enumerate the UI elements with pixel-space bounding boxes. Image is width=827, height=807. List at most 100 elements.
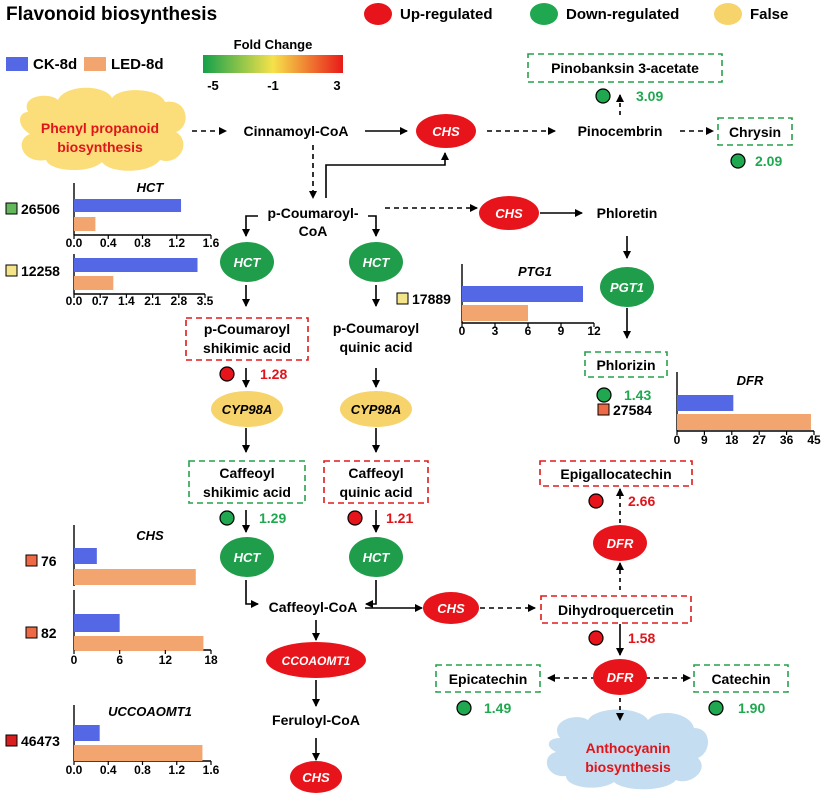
bar-led-8d [74,745,203,761]
anthocyanin-line2: biosynthesis [585,759,671,775]
chart-tick-label: 6 [525,324,532,338]
chart-tick-label: 1.2 [168,236,185,250]
legend-false-label: False [750,6,788,23]
legend-up-marker [364,3,392,25]
pcoumaroyl-coa-line1: p-Coumaroyl- [268,205,359,221]
chart-tick-label: 3 [492,324,499,338]
catechin-status-dot [708,700,724,716]
svg-text:DFR: DFR [607,670,634,685]
svg-text:CHS: CHS [432,124,460,139]
phlorizin-value: 1.43 [624,387,651,403]
epigallocatechin-label: Epigallocatechin [560,466,671,482]
chart-tick-label: 0.4 [100,236,117,250]
enzyme-dfr-2: DFR [593,659,647,695]
bar-ck-8d [74,548,97,564]
chart-tick-label: 0.4 [100,763,117,777]
epigallocatechin-value: 2.66 [628,493,655,509]
bar-ck-8d [74,614,120,632]
enzyme-hct-3: HCT [220,537,274,577]
dihydroquercetin-node: Dihydroquercetin 1.58 [540,595,692,646]
legend-led-swatch [84,57,106,71]
pinocembrin-label: Pinocembrin [578,123,663,139]
chart-tick-label: 9 [701,433,708,447]
chart-tick-label: 27 [753,433,767,447]
epigallocatechin-status-dot [588,493,604,509]
caffeoyl-quinic-status-dot [347,510,363,526]
enzyme-cyp98a-2: CYP98A [340,391,412,427]
pcoumaroyl-shikimic-value: 1.28 [260,366,287,382]
chart-tick-label: 0.0 [66,763,83,777]
enzyme-hct-1: HCT [220,242,274,282]
epicatechin-label: Epicatechin [449,671,528,687]
gene-fold-change-swatch [5,734,18,747]
caffeoyl-shikimic-value: 1.29 [259,510,286,526]
epicatechin-status-dot [456,700,472,716]
chart-tick-label: 3.5 [197,294,214,308]
chart-tick-label: 12 [159,653,173,667]
gene-id-label: 46473 [21,733,60,749]
gene-fold-change-swatch [25,626,38,639]
chart-tick-label: 0.8 [134,763,151,777]
chrysin-node: Chrysin 2.09 [717,117,793,169]
caffeoyl-quinic-value: 1.21 [386,510,413,526]
fold-change-colorbar [203,55,343,73]
chart-tick-label: 0 [71,653,78,667]
bar-ck-8d [74,725,100,741]
chart-tick-label: 0.8 [134,236,151,250]
phlorizin-status-dot [596,387,612,403]
bar-ck-8d [677,395,734,411]
chart-tick-label: 1.6 [203,763,220,777]
chart-tick-label: 6 [116,653,123,667]
svg-text:CHS: CHS [302,770,330,785]
chrysin-value: 2.09 [755,153,782,169]
pinobanksin-value: 3.09 [636,88,663,104]
caffeoyl-shikimic-line2: shikimic acid [203,484,291,500]
chart-tick-label: 1.4 [118,294,135,308]
phenylpropanoid-cloud: Phenyl propanoid biosynthesis [20,87,186,171]
enzyme-pgt1: PGT1 [600,267,654,307]
legend-led-label: LED-8d [111,56,164,73]
gene-id-label: 12258 [21,263,60,279]
phlorizin-label: Phlorizin [596,357,655,373]
enzyme-hct-2: HCT [349,242,403,282]
figure-title: Flavonoid biosynthesis [6,4,217,25]
enzyme-chs-2: CHS [479,196,539,230]
chart-title: UCCOAOMT1 [108,704,192,719]
caffeoyl-shikimic-line1: Caffeoyl [219,465,274,481]
chart-tick-label: 0 [674,433,681,447]
phenylpropanoid-line1: Phenyl propanoid [41,120,159,136]
enzyme-ccoaomt1: CCOAOMT1 [266,642,366,678]
bar-ck-8d [74,199,182,212]
pathway-arrows [192,94,714,761]
bar-led-8d [74,569,196,585]
enzyme-cyp98a-1: CYP98A [211,391,283,427]
bar-led-8d [74,636,204,651]
svg-text:HCT: HCT [234,550,262,565]
phlorizin-node: Phlorizin 1.43 [584,351,668,403]
svg-text:CCOAOMT1: CCOAOMT1 [282,654,351,668]
chart-tick-label: 36 [780,433,794,447]
catechin-value: 1.90 [738,700,765,716]
gene-id-label: 27584 [613,402,652,418]
gene-fold-change-swatch [597,403,610,416]
gene-fold-change-swatch [5,202,18,215]
feruloyl-coa-label: Feruloyl-CoA [272,712,360,728]
enzyme-dfr-1: DFR [593,525,647,561]
gene-id-label: 26506 [21,201,60,217]
svg-text:CYP98A: CYP98A [351,402,402,417]
svg-text:HCT: HCT [234,255,262,270]
caffeoyl-coa-label: Caffeoyl-CoA [269,599,358,615]
pcoumaroyl-shikimic-line2: shikimic acid [203,340,291,356]
pinobanksin-label: Pinobanksin 3-acetate [551,60,699,76]
gene-fold-change-swatch [396,292,409,305]
chart-tick-label: 45 [807,433,821,447]
anthocyanin-cloud: Anthocyanin biosynthesis [546,709,709,790]
fold-change-title: Fold Change [234,37,313,52]
